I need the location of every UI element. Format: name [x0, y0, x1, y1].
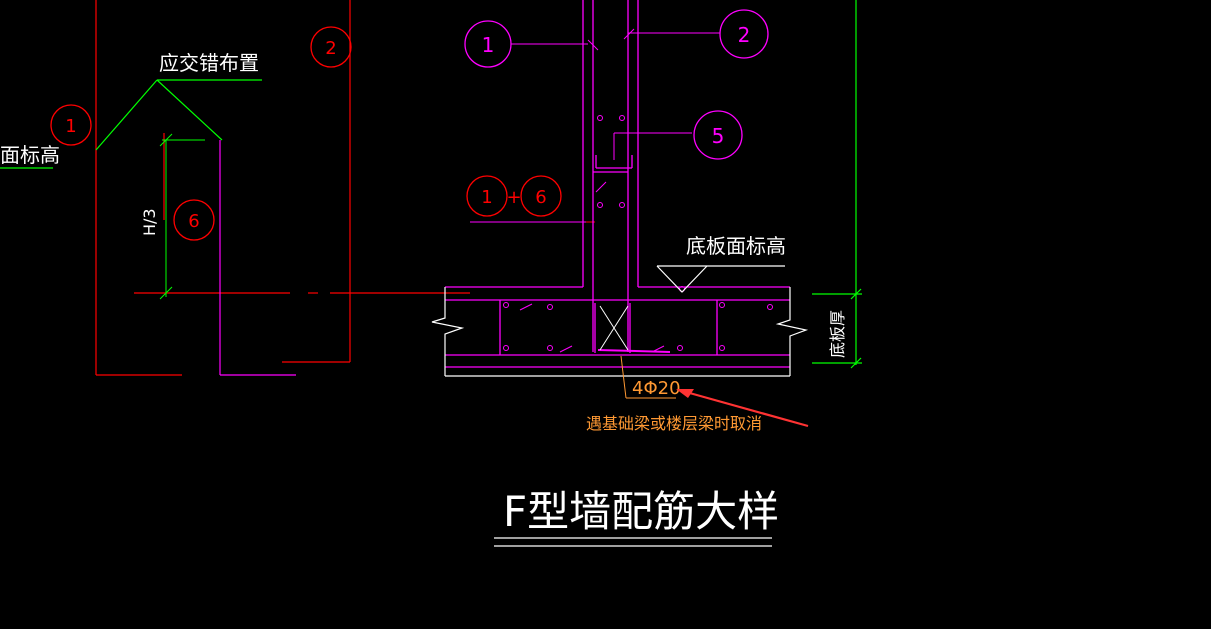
vertical-wall — [445, 0, 790, 352]
rebar-ticks — [519, 181, 665, 353]
rebar-callout: 4Φ20 — [632, 378, 681, 399]
h3-dimension — [159, 133, 205, 300]
svg-text:2: 2 — [325, 38, 336, 59]
magenta-bubble-2: 2 — [719, 9, 769, 59]
red-bubble-1: 1 — [50, 104, 92, 146]
svg-text:5: 5 — [712, 124, 725, 148]
drawing-title: F型墙配筋大样 — [503, 487, 779, 536]
svg-text:6: 6 — [188, 211, 199, 232]
title-underline — [494, 537, 772, 547]
stagger-peak-lines — [0, 79, 262, 169]
bottom-slab — [445, 299, 790, 368]
svg-text:2: 2 — [738, 23, 751, 47]
svg-text:1: 1 — [481, 187, 492, 208]
red-bubble-2: 2 — [310, 26, 352, 68]
left-cut-label: 面标高 — [0, 143, 60, 167]
right-green-lines — [812, 0, 862, 369]
left-wall-outline — [95, 0, 470, 376]
slab-thickness-label: 底板厚 — [828, 310, 847, 358]
h3-label: H/3 — [140, 208, 159, 236]
svg-text:1: 1 — [65, 116, 76, 137]
left-hook-rebar — [219, 140, 296, 376]
svg-text:6: 6 — [535, 187, 546, 208]
red-bubble-6: 6 — [173, 199, 215, 241]
svg-text:1: 1 — [482, 33, 495, 57]
rebar-callout-leader — [620, 355, 676, 399]
hidden-beam-cross — [599, 305, 629, 351]
magenta-bubble-5: 5 — [693, 110, 743, 160]
break-lines — [431, 287, 809, 377]
slab-top-label: 底板面标高 — [686, 234, 786, 258]
stagger-note: 应交错布置 — [159, 51, 259, 75]
combo-bubble-1-plus-6: 1 + 6 — [466, 175, 562, 217]
annotation-arrow — [676, 389, 809, 428]
slab-elevation-mark — [656, 265, 785, 293]
magenta-bubble-1: 1 — [464, 20, 512, 68]
magenta-leaders — [470, 28, 720, 223]
rebar-note: 遇基础梁或楼层梁时取消 — [586, 414, 762, 433]
svg-text:+: + — [506, 187, 521, 208]
